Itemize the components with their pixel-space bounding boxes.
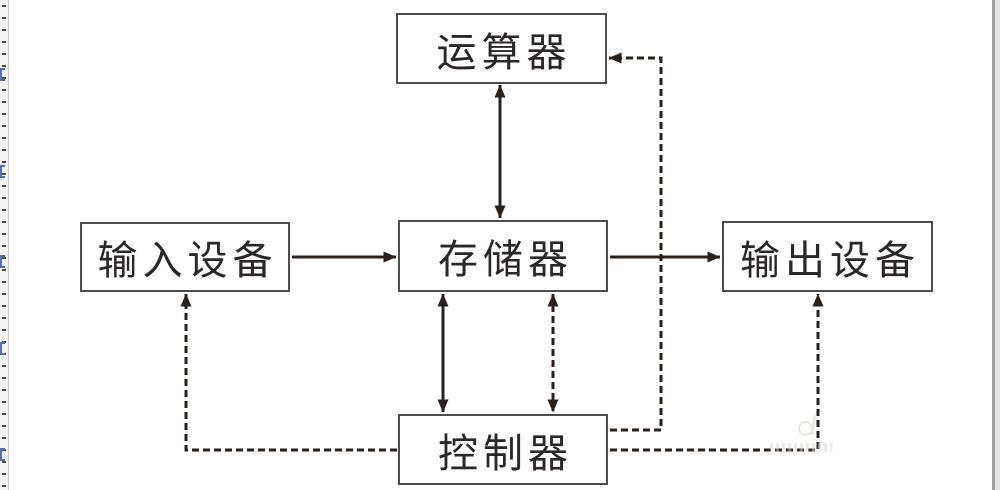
node-controller: 控制器 [398,414,608,485]
edge-controller-to-alu [608,52,663,432]
node-output-device-label: 输出设备 [740,237,920,284]
node-alu: 运算器 [396,13,607,84]
vertical-ruler[interactable] [0,0,9,490]
edge-controller-to-input [180,293,397,452]
node-alu-label: 运算器 [436,29,572,76]
edge-controller-to-output [610,293,824,452]
node-input-device-label: 输入设备 [97,238,278,284]
watermark-stroke [810,414,817,436]
ruler-marker [0,448,5,461]
node-controller-label: 控制器 [438,430,573,477]
watermark [770,413,836,457]
ruler-marker [0,342,5,355]
ruler-ticks [2,5,6,490]
node-memory: 存储器 [398,220,608,292]
ruler-marker [0,255,5,268]
page-edge-gutter [995,0,1000,490]
ruler-marker [0,165,5,178]
ruler-marker [0,68,5,81]
node-memory-label: 存储器 [438,237,573,283]
node-output-device: 输出设备 [722,221,933,292]
watermark-text-smudge [770,443,832,452]
node-input-device: 输入设备 [80,222,290,292]
page-edge-line [992,0,995,490]
